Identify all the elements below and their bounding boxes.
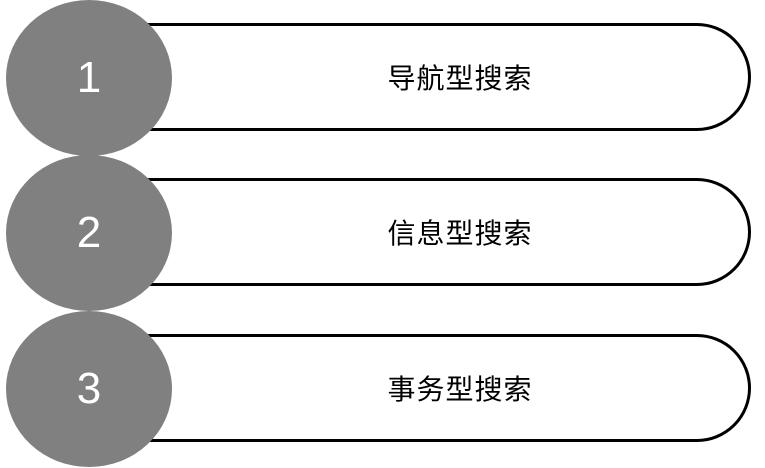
step-1-number: 1 (76, 53, 102, 102)
step-row-1: 导航型搜索 1 (0, 0, 765, 156)
step-1-circle: 1 (6, 0, 172, 156)
step-1-label: 导航型搜索 (387, 62, 533, 95)
step-3-circle: 3 (6, 311, 172, 467)
step-3-number: 3 (76, 364, 102, 413)
step-2-number: 2 (76, 208, 102, 257)
step-3-label: 事务型搜索 (387, 373, 533, 406)
step-2-circle: 2 (6, 155, 172, 311)
step-3-pill (95, 334, 751, 442)
step-1-pill (95, 23, 751, 131)
step-row-2: 信息型搜索 2 (0, 155, 765, 311)
step-2-label: 信息型搜索 (387, 217, 533, 250)
step-2-pill (95, 178, 751, 286)
step-row-3: 事务型搜索 3 (0, 311, 765, 467)
